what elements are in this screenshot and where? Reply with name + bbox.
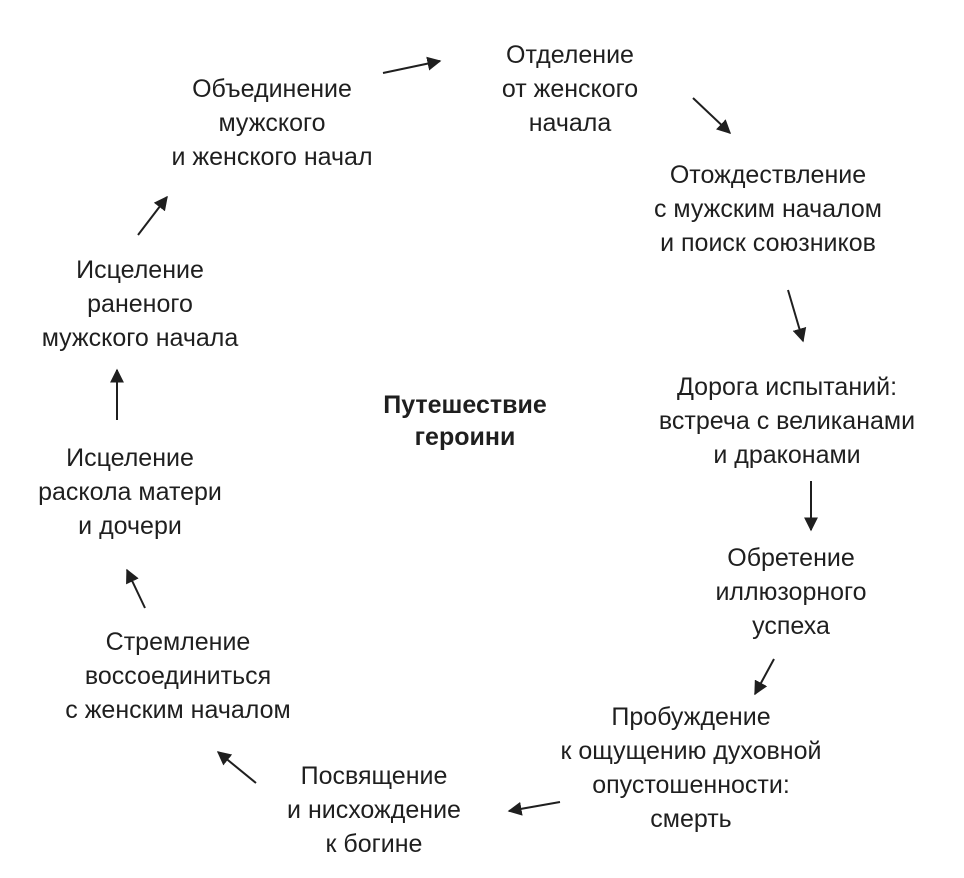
stage-illusory-success: Обретение иллюзорного успеха bbox=[671, 541, 911, 643]
arrow-initiation-to-yearning bbox=[216, 751, 257, 784]
stage-yearning-reconnect: Стремление воссоединиться с женским нача… bbox=[28, 625, 328, 727]
arrow-success-to-awakening bbox=[754, 658, 775, 696]
diagram-title-line: героини bbox=[414, 423, 516, 451]
stage-line: к ощущению духовной bbox=[560, 737, 822, 765]
stage-line: Исцеление bbox=[76, 256, 204, 284]
arrow-identification-to-trials bbox=[787, 289, 807, 343]
stage-line: опустошенности: bbox=[592, 771, 790, 799]
stage-line: встреча с великанами bbox=[658, 407, 916, 435]
stage-identification: Отождествление с мужским началом и поиск… bbox=[618, 158, 918, 260]
stage-line: воссоединиться bbox=[84, 662, 272, 690]
arrow-healing-masculine-to-integration bbox=[137, 195, 168, 236]
stage-initiation-descent: Посвящение и нисхождение к богине bbox=[264, 759, 484, 861]
stage-line: начала bbox=[528, 109, 612, 137]
stage-integration: Объединение мужского и женского начал bbox=[142, 72, 402, 174]
stage-line: Исцеление bbox=[66, 444, 194, 472]
stage-line: с женским началом bbox=[65, 696, 291, 724]
stage-line: иллюзорного bbox=[715, 578, 867, 606]
stage-line: мужского начала bbox=[41, 324, 239, 352]
stage-line: Объединение bbox=[192, 75, 352, 103]
stage-line: и дочери bbox=[78, 512, 182, 540]
diagram-title-line: Путешествие bbox=[383, 391, 547, 419]
stage-line: Отождествление bbox=[669, 161, 867, 189]
arrow-yearning-to-healing-mother bbox=[126, 568, 146, 609]
arrow-integration-to-separation bbox=[382, 56, 442, 74]
diagram-title: Путешествие героини bbox=[330, 389, 600, 453]
stage-road-of-trials: Дорога испытаний: встреча с великанами и… bbox=[632, 370, 942, 472]
stage-line: к богине bbox=[325, 830, 423, 858]
stage-separation: Отделение от женского начала bbox=[460, 38, 680, 140]
stage-line: Дорога испытаний: bbox=[676, 373, 898, 401]
stage-line: и нисхождение bbox=[287, 796, 461, 824]
stage-line: и женского начал bbox=[171, 143, 373, 171]
stage-line: Стремление bbox=[105, 628, 251, 656]
stage-line: и поиск союзников bbox=[660, 229, 876, 257]
stage-line: мужского bbox=[218, 109, 326, 137]
stage-healing-mother-daughter: Исцеление раскола матери и дочери bbox=[10, 441, 250, 543]
arrow-awakening-to-initiation bbox=[507, 801, 561, 816]
stage-line: Пробуждение bbox=[611, 703, 771, 731]
stage-awakening: Пробуждение к ощущению духовной опустоше… bbox=[531, 700, 851, 836]
stage-healing-wounded-masculine: Исцеление раненого мужского начала bbox=[15, 253, 265, 355]
stage-line: Обретение bbox=[727, 544, 855, 572]
stage-line: смерть bbox=[650, 805, 732, 833]
stage-line: Посвящение bbox=[300, 762, 448, 790]
stage-line: успеха bbox=[752, 612, 830, 640]
arrow-separation-to-identification bbox=[692, 97, 732, 134]
stage-line: от женского bbox=[501, 75, 639, 103]
stage-line: раскола матери bbox=[38, 478, 222, 506]
stage-line: и драконами bbox=[713, 441, 861, 469]
stage-line: с мужским началом bbox=[653, 195, 882, 223]
stage-line: раненого bbox=[87, 290, 193, 318]
stage-line: Отделение bbox=[506, 41, 634, 69]
